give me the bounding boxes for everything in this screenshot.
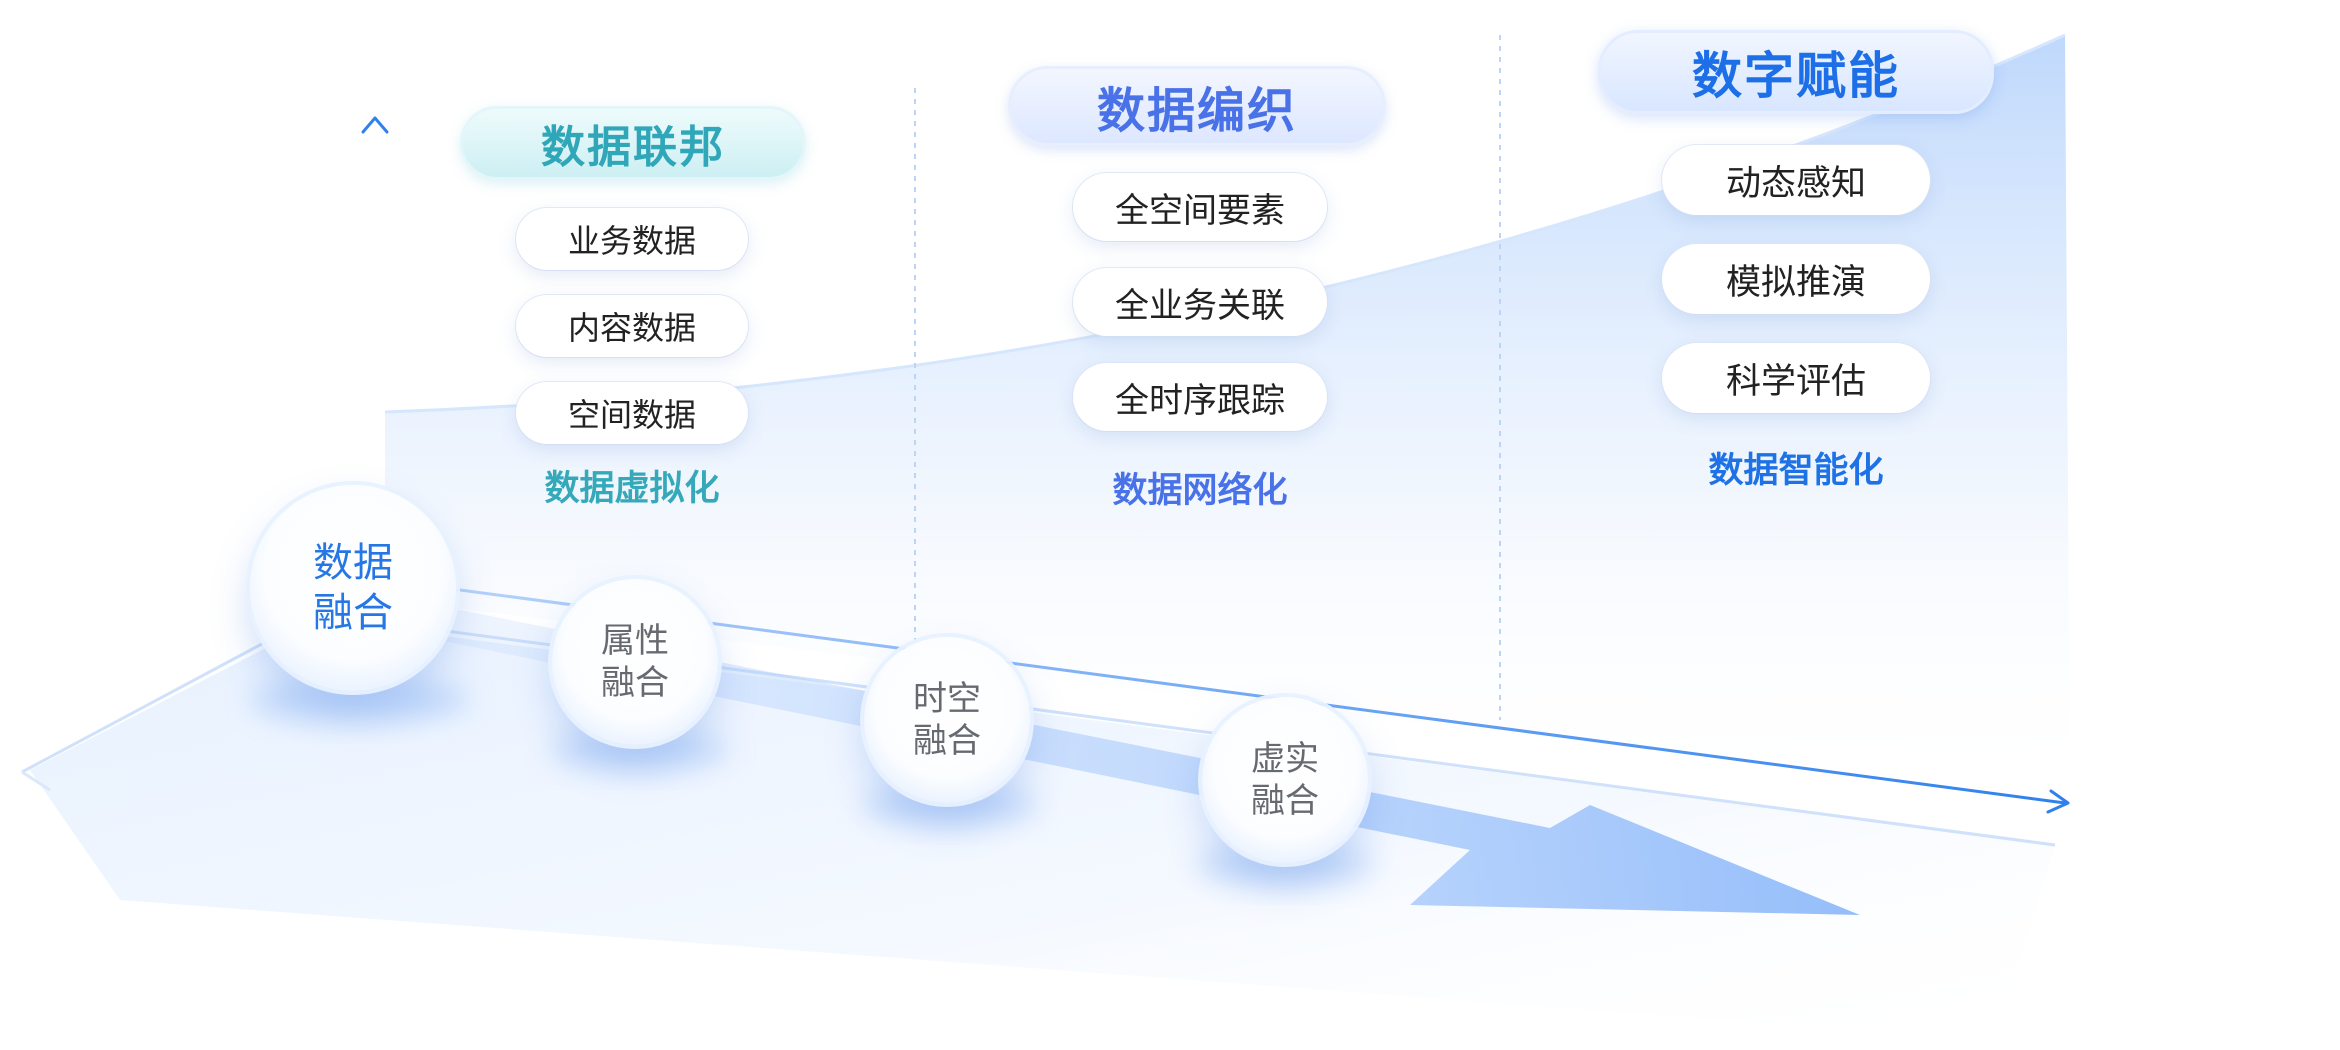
flow-arrow [340,610,1860,915]
platform-base [30,620,2055,1040]
list-item-spatial-data: 空间数据 [516,382,748,444]
fusion-node-label-1: 属性 [601,620,669,661]
list-item-dynamic-perception: 动态感知 [1662,145,1930,215]
fusion-node-spatiotemporal-fusion: 时空 融合 [864,637,1030,803]
list-item-content-data: 内容数据 [516,295,748,357]
fusion-node-data-fusion: 数据 融合 [250,485,456,691]
stage-subtitle-networking: 数据网络化 [1112,471,1288,511]
fusion-node-virtual-real-fusion: 虚实 融合 [1202,697,1368,863]
fusion-node-attribute-fusion: 属性 融合 [552,579,718,745]
fusion-node-label-2: 融合 [601,663,669,703]
vertical-axis-arrowhead [361,116,389,134]
list-item-scientific-evaluation: 科学评估 [1662,343,1930,413]
list-item-simulation: 模拟推演 [1662,244,1930,314]
fusion-node-label-1: 时空 [913,678,981,719]
fusion-node-label-2: 融合 [913,721,981,761]
fusion-node-label-1: 数据 [313,540,393,586]
stage-title-fabric: 数据编织 [1008,66,1386,146]
horizontal-axis-arrowhead [2046,789,2070,814]
stage-subtitle-intelligence: 数据智能化 [1708,451,1884,491]
list-item-business-data: 业务数据 [516,208,748,270]
fusion-node-label-2: 融合 [1251,781,1319,821]
fusion-node-label-1: 虚实 [1251,738,1319,779]
list-item-full-time-tracking: 全时序跟踪 [1073,363,1327,431]
stage-subtitle-virtualization: 数据虚拟化 [544,469,720,509]
stage-title-digital-empowerment: 数字赋能 [1598,30,1994,114]
list-item-full-business-association: 全业务关联 [1073,268,1327,336]
list-item-full-space-elements: 全空间要素 [1073,173,1327,241]
stage-title-federation: 数据联邦 [460,106,806,180]
fusion-node-label-2: 融合 [313,590,393,636]
